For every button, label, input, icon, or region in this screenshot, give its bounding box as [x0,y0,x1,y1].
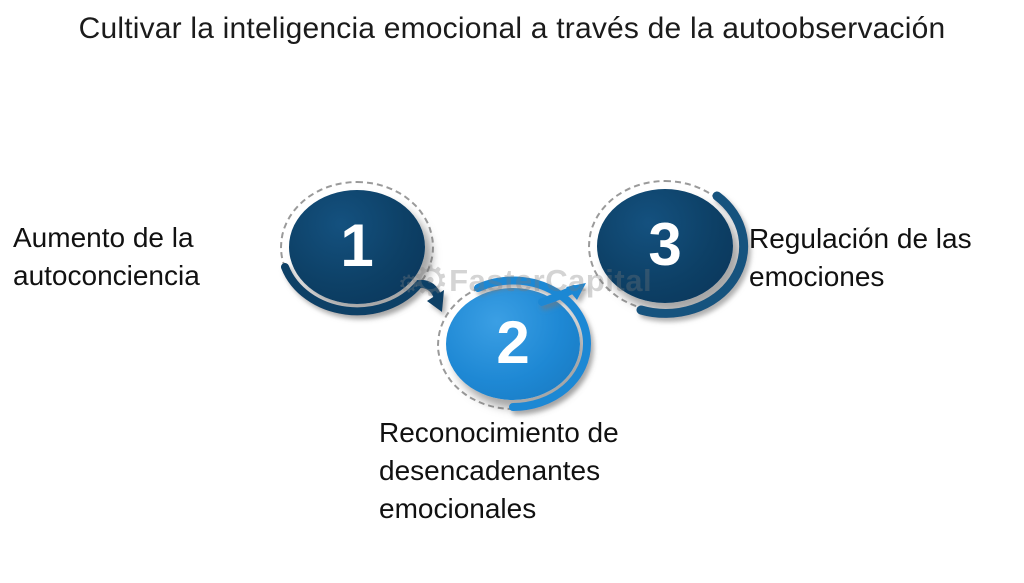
arrowhead-up-right-icon [566,283,586,300]
step-circle-2: 2 [446,288,580,400]
step-label-2: Reconocimiento de desencadenantes emocio… [379,417,619,524]
step-number-1: 1 [340,211,374,279]
step-label-3: Regulación de las emociones [749,223,972,292]
step-label-1: Aumento de la autoconciencia [13,222,200,291]
page-title: Cultivar la inteligencia emocional a tra… [78,12,946,45]
step-circle-1: 1 [289,190,425,304]
step-number-2: 2 [496,308,530,376]
step-circle-3: 3 [597,189,733,303]
arrowhead-down-right-icon [427,290,444,312]
step-number-3: 3 [648,210,682,278]
